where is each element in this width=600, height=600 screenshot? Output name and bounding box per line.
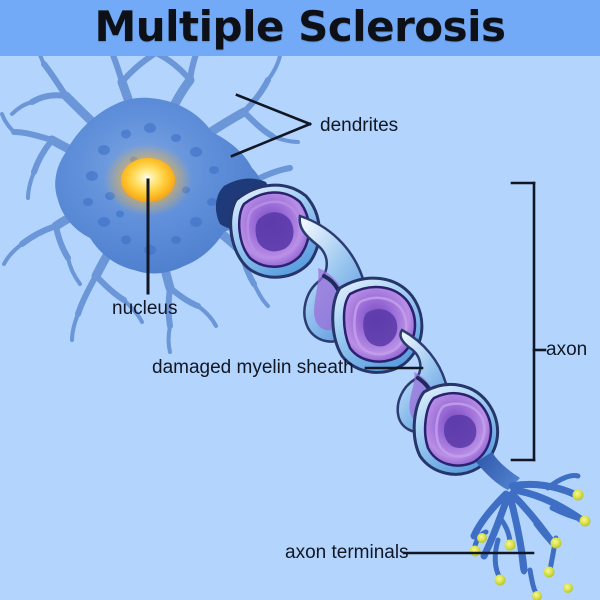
label-axon: axon (546, 339, 588, 360)
myelinated-axon (215, 178, 500, 476)
leader-dendrites-upper (235, 93, 312, 126)
myelin-segment-2 (331, 276, 424, 374)
myelin-segment-3 (412, 383, 500, 476)
label-axon-terminals: axon terminals (285, 542, 409, 563)
axon-bracket (510, 181, 547, 462)
terminal-bulbs (469, 489, 591, 600)
label-dendrites: dendrites (320, 115, 399, 136)
title-band (0, 0, 600, 56)
label-nucleus: nucleus (112, 298, 178, 319)
leader-dendrites-lower (230, 122, 312, 158)
page-title: Multiple Sclerosis (94, 2, 506, 51)
axon-terminal-arbor (469, 452, 591, 600)
label-damaged-myelin-sheath: damaged myelin sheath (152, 357, 354, 378)
myelin-segment-1 (229, 183, 321, 279)
